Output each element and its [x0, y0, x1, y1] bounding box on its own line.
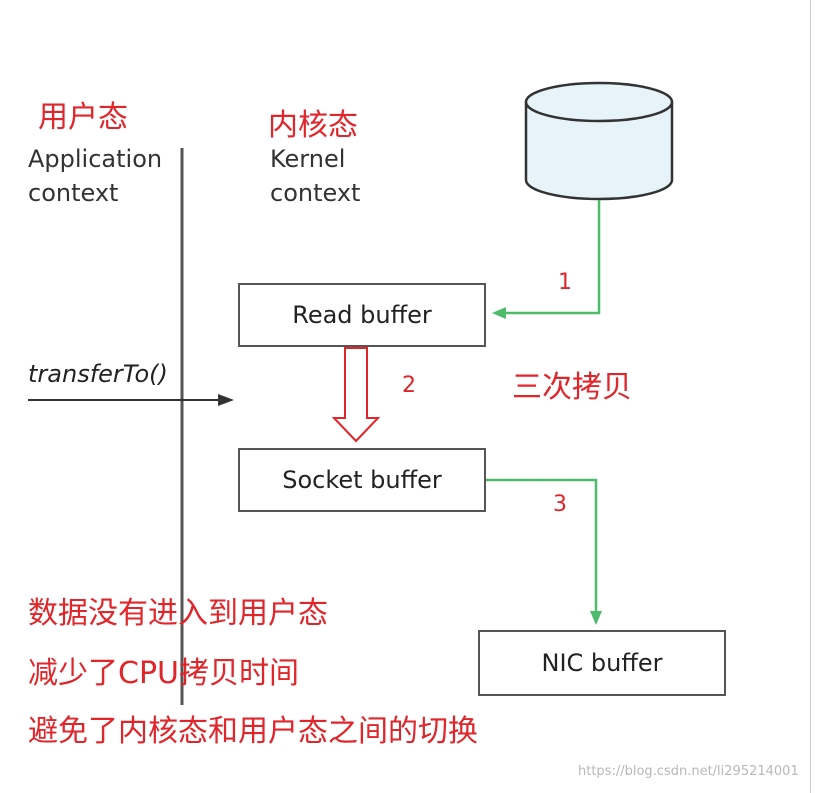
note-no-user-space: 数据没有进入到用户态 [28, 596, 328, 631]
transfer-arrowhead [218, 394, 234, 406]
copy-arrowhead-1 [492, 307, 506, 319]
transfer-call-label: transferTo() [28, 360, 168, 388]
watermark-text: https://blog.csdn.net/li295214001 [578, 764, 799, 779]
disk-icon [524, 81, 674, 201]
three-copies-label: 三次拷贝 [512, 370, 632, 405]
nic-buffer-box: NIC buffer [478, 630, 726, 696]
step-2-label: 2 [402, 373, 416, 398]
socket-buffer-box: Socket buffer [238, 448, 486, 512]
copy-arrowhead-3 [590, 611, 602, 625]
application-context-line2: context [28, 179, 119, 207]
kernel-context-label: Kernel context [270, 142, 360, 210]
read-buffer-box: Read buffer [238, 283, 486, 347]
kernel-context-line1: Kernel [270, 145, 346, 173]
step-3-label: 3 [553, 492, 567, 517]
kernel-mode-label: 内核态 [268, 108, 358, 143]
user-mode-label: 用户态 [38, 100, 128, 135]
note-reduce-cpu-copy: 减少了CPU拷贝时间 [28, 656, 299, 691]
application-context-label: Application context [28, 142, 162, 210]
copy-arrow-2 [331, 347, 381, 443]
application-context-line1: Application [28, 145, 163, 173]
copy-arrow-1 [502, 200, 601, 315]
note-avoid-context-switch: 避免了内核态和用户态之间的切换 [28, 714, 478, 749]
right-border [810, 0, 811, 793]
kernel-context-line2: context [270, 179, 361, 207]
copy-arrow-3 [486, 478, 598, 614]
step-1-label: 1 [558, 270, 572, 295]
